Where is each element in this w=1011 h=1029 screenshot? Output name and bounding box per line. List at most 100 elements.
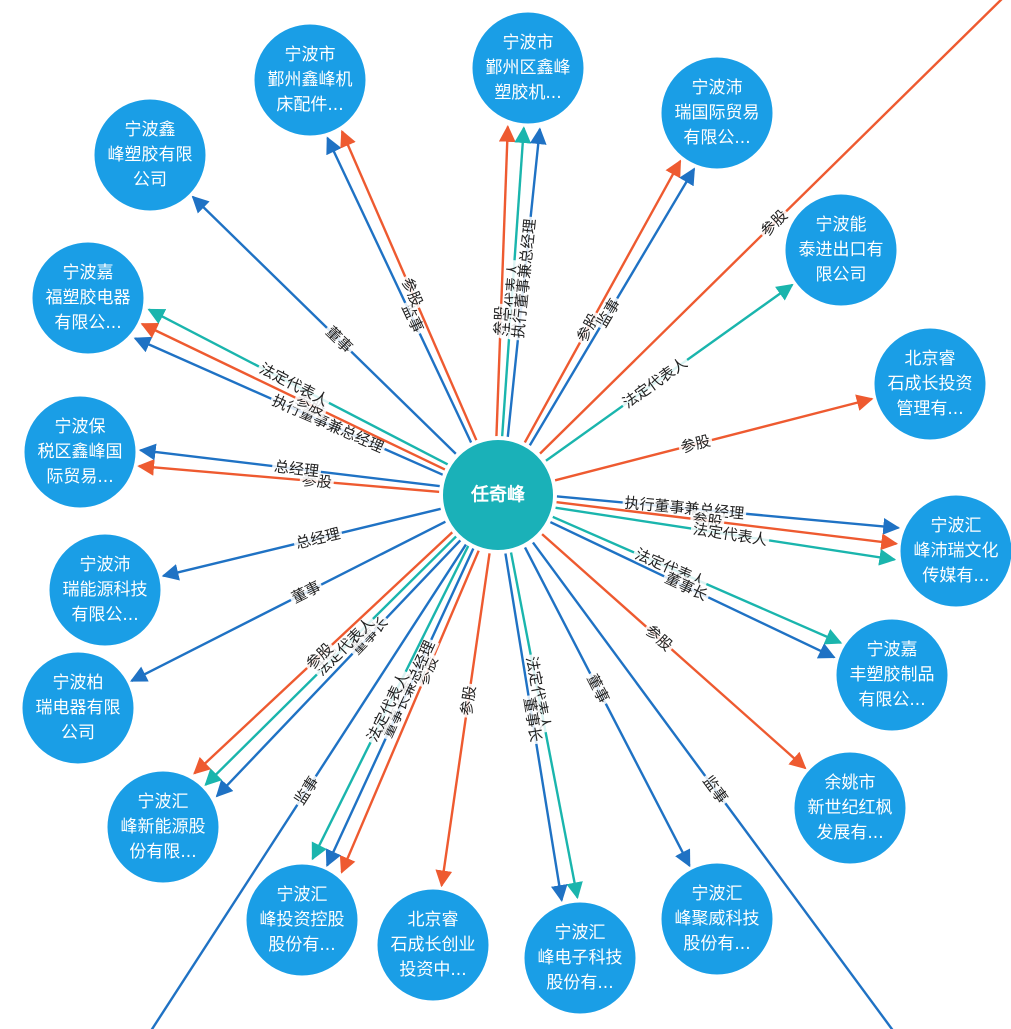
company-node-circle[interactable] (46, 531, 164, 649)
edge-label-bg (591, 293, 625, 333)
company-node-circle[interactable] (791, 749, 909, 867)
company-node-circle[interactable] (658, 860, 776, 978)
company-node-ruishi-venture[interactable]: 北京睿石成长创业投资中... (374, 886, 492, 1004)
company-node-peirui-trade[interactable]: 宁波沛瑞国际贸易有限公... (658, 54, 776, 172)
edge-label-bg (345, 611, 393, 660)
edges-layer: 董事监事参股参股法定代表人执行董事兼总经理参股监事法定代表人参股执行董事兼总经理… (130, 0, 1003, 1029)
company-node-label: 投资中... (399, 960, 466, 980)
company-node-label: 宁波汇 (931, 516, 982, 536)
edge-label: 总经理 (294, 524, 342, 552)
company-node-ruishi-invest[interactable]: 北京睿石成长投资管理有... (871, 325, 989, 443)
company-node-label: 宁波汇 (555, 923, 606, 943)
edge-jiafeng: 董事长 (546, 519, 836, 659)
company-node-yuyao[interactable]: 余姚市新世纪红枫发展有... (791, 749, 909, 867)
company-node-label: 峰电子科技 (538, 948, 623, 968)
company-node-circle[interactable] (91, 96, 209, 214)
company-node-circle[interactable] (521, 899, 639, 1017)
company-node-label: 鄞州鑫峰机 (268, 70, 353, 90)
company-node-circle[interactable] (251, 21, 369, 139)
company-node-label: 公司 (61, 723, 95, 743)
company-node-jiafeng[interactable]: 宁波嘉丰塑胶制品有限公... (833, 616, 951, 734)
company-node-new-energy[interactable]: 宁波汇峰新能源股份有限... (104, 768, 222, 886)
edge-label-bg (617, 352, 693, 414)
edge-label-bg (508, 215, 540, 342)
company-node-circle[interactable] (897, 492, 1011, 610)
company-node-circle[interactable] (243, 861, 361, 979)
edge-label: 参股 (457, 685, 479, 717)
edge-yinzhou-jc: 参股 (340, 129, 480, 445)
edge-label-bg (397, 298, 428, 338)
edge-new-energy: 参股 (193, 528, 456, 775)
company-node-label: 北京睿 (905, 349, 956, 369)
edge-bonded: 总经理 (138, 443, 444, 488)
company-node-peirui-energy[interactable]: 宁波沛瑞能源科技有限公... (46, 531, 164, 649)
edge-label-bg (289, 771, 324, 810)
company-node-circle[interactable] (29, 239, 147, 357)
edge-label-bg (396, 273, 428, 312)
edge-line (521, 159, 682, 447)
company-node-label: 有限公... (858, 690, 925, 710)
edge-label: 法定代表人 (619, 354, 691, 412)
edge-ruishi-invest: 参股 (551, 394, 874, 483)
company-node-juwei[interactable]: 宁波汇峰聚威科技股份有... (658, 860, 776, 978)
company-node-circle[interactable] (871, 325, 989, 443)
edge-yinzhou-jc: 监事 (326, 136, 474, 447)
edge-label: 参股 (679, 432, 713, 457)
company-node-label: 峰沛瑞文化 (914, 541, 999, 561)
center-node-label: 任奇峰 (470, 484, 526, 506)
company-node-holding[interactable]: 宁波汇峰投资控股股份有... (243, 861, 361, 979)
edge-peirui-trade: 参股 (521, 159, 682, 447)
company-node-label: 传媒有... (922, 566, 989, 586)
company-node-circle[interactable] (782, 191, 900, 309)
company-node-yinzhou-jc[interactable]: 宁波市鄞州鑫峰机床配件... (251, 21, 369, 139)
edge-line (130, 518, 450, 682)
company-node-label: 限公司 (816, 265, 867, 285)
edge-ruishi-venture: 参股 (435, 549, 492, 888)
edge-line (339, 546, 482, 874)
company-node-circle[interactable] (21, 393, 139, 511)
edge-label: 总经理 (273, 457, 320, 480)
company-node-label: 余姚市 (825, 773, 876, 793)
company-node-label: 宁波汇 (277, 885, 328, 905)
edge-label-bg (292, 523, 344, 554)
company-node-label: 股份有... (546, 973, 613, 993)
edge-peirui-trade: 监事 (526, 167, 696, 450)
company-node-label: 瑞能源科技 (63, 580, 148, 600)
company-node-circle[interactable] (104, 768, 222, 886)
company-node-circle[interactable] (374, 886, 492, 1004)
company-node-label: 宁波嘉 (867, 640, 918, 660)
edge-jiafu: 参股 (140, 322, 449, 473)
edge-label-bg (640, 619, 678, 657)
company-node-huifeng-culture[interactable]: 宁波汇峰沛瑞文化传媒有... (897, 492, 1011, 610)
edge-label-bg (271, 457, 322, 481)
edge-label-bg (456, 682, 480, 719)
company-node-circle[interactable] (19, 649, 137, 767)
company-node-label: 宁波汇 (138, 792, 189, 812)
center-node[interactable]: 任奇峰 (439, 436, 557, 554)
company-node-label: 宁波保 (55, 417, 106, 437)
center-node-circle[interactable] (439, 436, 557, 554)
edge-label-bg (519, 694, 546, 746)
company-node-circle[interactable] (469, 9, 587, 127)
company-node-jiafu[interactable]: 宁波嘉福塑胶电器有限公... (29, 239, 147, 357)
company-node-circle[interactable] (658, 54, 776, 172)
edge-line (137, 459, 444, 494)
company-node-label: 有限公... (71, 605, 138, 625)
company-node-bonded[interactable]: 宁波保税区鑫峰国际贸易... (21, 393, 139, 511)
company-node-yinzhou-sj[interactable]: 宁波市鄞州区鑫峰塑胶机... (469, 9, 587, 127)
company-node-label: 宁波市 (285, 45, 336, 65)
company-node-circle[interactable] (833, 616, 951, 734)
company-node-label: 际贸易... (46, 467, 113, 487)
company-node-label: 宁波嘉 (63, 263, 114, 283)
edge-peirui-energy: 总经理 (161, 506, 445, 581)
edge-label-bg (362, 667, 414, 747)
company-node-label: 峰新能源股 (121, 817, 206, 837)
edge-label-bg (286, 576, 326, 609)
company-node-label: 份有限... (129, 842, 196, 862)
company-node-label: 宁波市 (503, 33, 554, 53)
edge-label-bg (755, 204, 793, 242)
company-node-dianzi[interactable]: 宁波汇峰电子科技股份有... (521, 899, 639, 1017)
